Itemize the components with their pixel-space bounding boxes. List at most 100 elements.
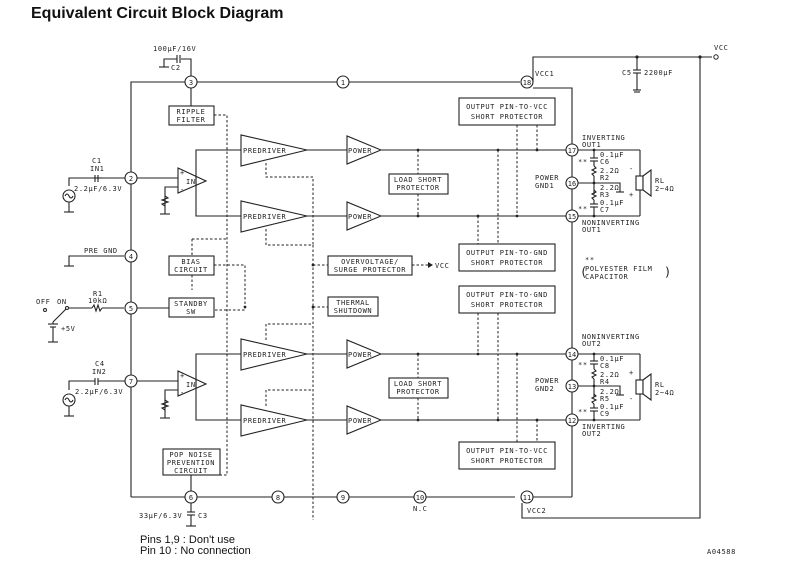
pin-15: 15 <box>565 209 579 223</box>
in-amp-label: IN <box>186 178 196 186</box>
in1-label: IN1 <box>90 165 104 173</box>
pin-7: 7 <box>124 374 138 388</box>
predriver-label: PREDRIVER <box>243 147 287 155</box>
overvoltage-surge-block <box>327 255 413 276</box>
pin-10: 10 <box>413 490 427 504</box>
svg-text:C6: C6 <box>600 158 610 166</box>
pin-18: 18 <box>520 75 534 89</box>
pins: 1 2 3 4 5 6 7 8 9 10 11 12 13 14 15 16 1… <box>124 75 579 504</box>
pin-17: 17 <box>565 143 579 157</box>
svg-text:**: ** <box>578 205 588 213</box>
svg-text:2~4Ω: 2~4Ω <box>655 389 674 397</box>
svg-text:OUTPUT PIN-TO-GND: OUTPUT PIN-TO-GND <box>466 291 548 299</box>
pin-notes: Pins 1,9 : Don't use Pin 10 : No connect… <box>140 535 251 557</box>
svg-text:OUTPUT PIN-TO-VCC: OUTPUT PIN-TO-VCC <box>466 103 548 111</box>
svg-text:0.1µF: 0.1µF <box>600 199 624 207</box>
svg-text:8: 8 <box>276 494 280 502</box>
svg-text:14: 14 <box>568 351 576 359</box>
component-labels: VCC VCC1 VCC2 N.C VCC 100µF/16V C2 C5 22… <box>36 44 736 556</box>
svg-text:SHUTDOWN: SHUTDOWN <box>334 307 373 315</box>
in2-label: IN2 <box>92 368 106 376</box>
svg-text:SHORT PROTECTOR: SHORT PROTECTOR <box>471 301 543 309</box>
svg-text:OVERVOLTAGE/: OVERVOLTAGE/ <box>341 258 399 266</box>
svg-text:C8: C8 <box>600 362 610 370</box>
svg-text:+: + <box>629 369 634 377</box>
svg-text:OUT2: OUT2 <box>582 340 601 348</box>
svg-text:OUT1: OUT1 <box>582 141 601 149</box>
pop-noise-prevention-block <box>162 448 221 476</box>
svg-text:PROTECTOR: PROTECTOR <box>396 388 440 396</box>
power-amp-2b <box>346 405 383 435</box>
polyester-line1: POLYESTER FILM <box>585 265 652 273</box>
predriver-1b <box>240 200 308 233</box>
svg-text:FILTER: FILTER <box>177 116 206 124</box>
svg-text:SURGE PROTECTOR: SURGE PROTECTOR <box>334 266 406 274</box>
svg-text:2~4Ω: 2~4Ω <box>655 185 674 193</box>
svg-text:17: 17 <box>568 147 576 155</box>
load-short-protector-1 <box>388 173 449 195</box>
svg-text:6: 6 <box>189 494 193 502</box>
svg-text:LOAD SHORT: LOAD SHORT <box>394 380 442 388</box>
wiring <box>43 54 719 527</box>
nc-label: N.C <box>413 505 427 513</box>
svg-text:): ) <box>664 265 671 279</box>
svg-text:INVERTING: INVERTING <box>582 134 625 142</box>
svg-text:2.2Ω: 2.2Ω <box>600 371 619 379</box>
pin-to-gnd-protector-1 <box>458 243 556 272</box>
svg-text:SW: SW <box>186 308 196 316</box>
svg-text:OUTPUT PIN-TO-GND: OUTPUT PIN-TO-GND <box>466 249 548 257</box>
off-label: OFF <box>36 298 50 306</box>
svg-text:POP NOISE: POP NOISE <box>169 451 212 459</box>
function-blocks: RIPPLE FILTER BIAS CIRCUIT STANDBY SW PO… <box>162 97 556 476</box>
pin-1: 1 <box>336 75 350 89</box>
vcc1-label: VCC1 <box>535 70 554 78</box>
standby-sw-block <box>168 297 215 318</box>
pin-5: 5 <box>124 301 138 315</box>
svg-text:0.1µF: 0.1µF <box>600 151 624 159</box>
svg-text:NONINVERTING: NONINVERTING <box>582 219 640 227</box>
svg-text:POWER: POWER <box>535 377 559 385</box>
pin-note: Pins 1,9 : Don't use <box>140 534 236 546</box>
pin-2: 2 <box>124 171 138 185</box>
svg-text:STANDBY: STANDBY <box>174 300 208 308</box>
on-label: ON <box>57 298 67 306</box>
amplifiers: PREDRIVER PREDRIVER PREDRIVER PREDRIVER … <box>180 134 383 437</box>
svg-text:C9: C9 <box>600 410 610 418</box>
svg-text:18: 18 <box>523 79 531 87</box>
svg-text:OUT1: OUT1 <box>582 226 601 234</box>
svg-text:OUTPUT PIN-TO-VCC: OUTPUT PIN-TO-VCC <box>466 447 548 455</box>
r1-value: 10kΩ <box>88 297 107 305</box>
pin-13: 13 <box>565 379 579 393</box>
vcc2-label: VCC2 <box>527 507 546 515</box>
power-amp-1a <box>346 135 383 165</box>
polyester-line2: CAPACITOR <box>585 273 629 281</box>
predriver-1a <box>240 134 308 167</box>
svg-text:PROTECTOR: PROTECTOR <box>396 184 440 192</box>
svg-text:4: 4 <box>129 253 133 261</box>
svg-text:0.1µF: 0.1µF <box>600 403 624 411</box>
svg-text:SHORT PROTECTOR: SHORT PROTECTOR <box>471 113 543 121</box>
svg-text:SHORT PROTECTOR: SHORT PROTECTOR <box>471 457 543 465</box>
svg-text:GND2: GND2 <box>535 385 554 393</box>
r1-label: R1 <box>93 290 103 298</box>
ripple-filter-block <box>168 105 215 126</box>
svg-text:+: + <box>180 169 185 177</box>
power-label: POWER <box>348 147 372 155</box>
svg-text:-: - <box>629 395 634 403</box>
power-amp-1b <box>346 201 383 231</box>
power-label: POWER <box>348 417 372 425</box>
svg-text:+: + <box>629 191 634 199</box>
svg-text:12: 12 <box>568 417 576 425</box>
pin-to-vcc-protector-2 <box>458 441 556 470</box>
svg-text:LOAD SHORT: LOAD SHORT <box>394 176 442 184</box>
svg-text:R5: R5 <box>600 395 610 403</box>
predriver-label: PREDRIVER <box>243 213 287 221</box>
svg-text:**: ** <box>578 361 588 369</box>
svg-text:+: + <box>180 372 185 380</box>
pin-to-gnd-protector-2 <box>458 285 556 314</box>
c3-label: C3 <box>198 512 208 520</box>
svg-text:C7: C7 <box>600 206 610 214</box>
reference-code: A04588 <box>707 548 736 556</box>
c4-value: 2.2µF/6.3V <box>75 388 123 396</box>
